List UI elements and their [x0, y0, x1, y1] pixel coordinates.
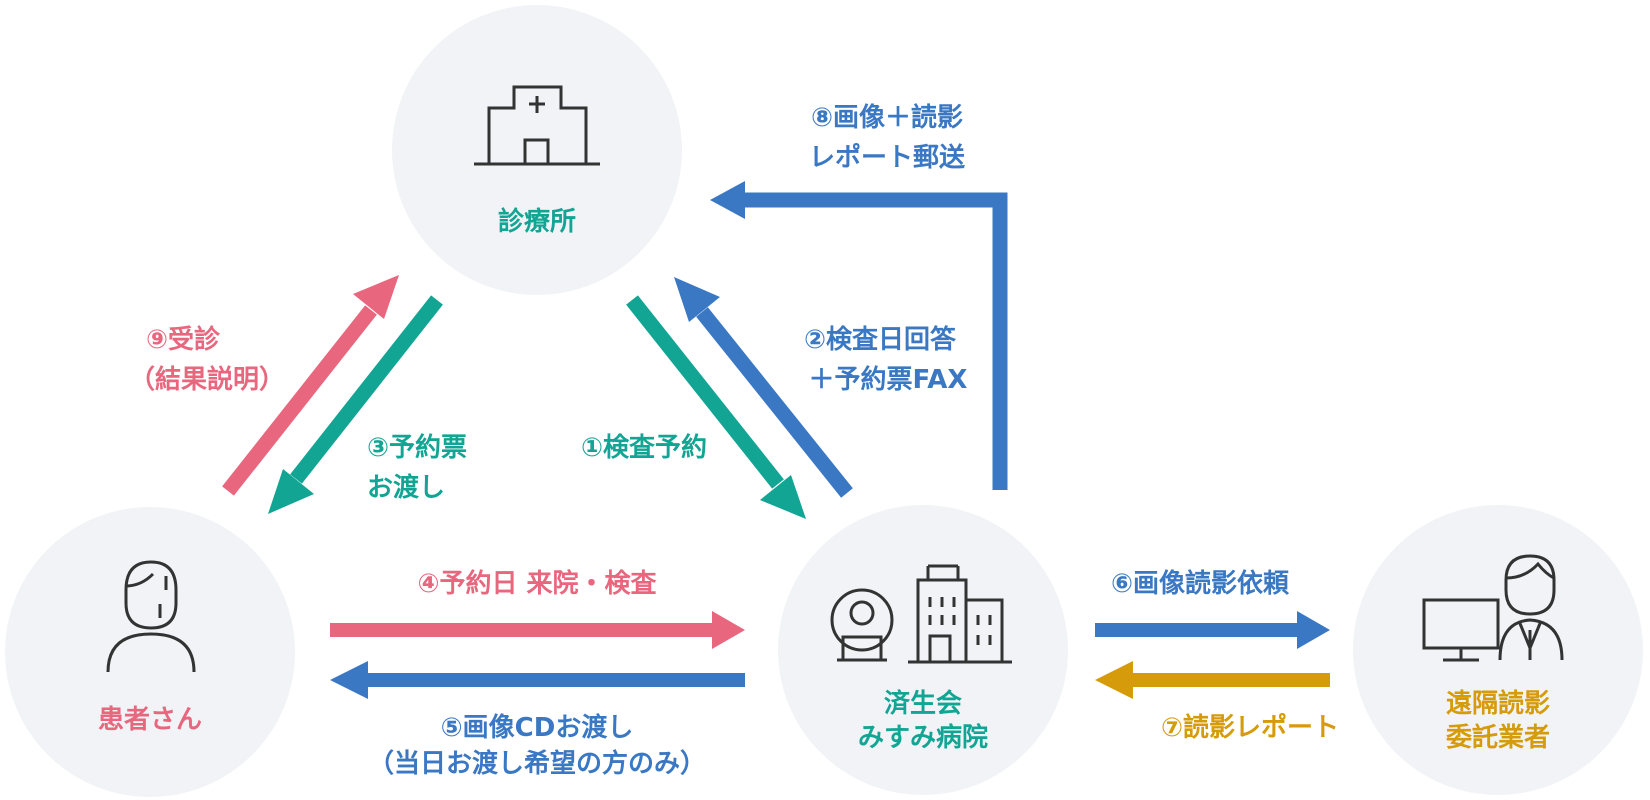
clinic-label: 診療所 — [498, 206, 576, 237]
node-remote-reader: 遠隔読影 委託業者 — [1353, 505, 1643, 795]
step-9-label-line1: ⑨受診 — [146, 324, 221, 355]
step-8-label-line2: レポート郵送 — [809, 142, 965, 173]
arrow-9-patient-to-clinic — [222, 275, 399, 496]
node-hospital: 済生会 みすみ病院 — [778, 505, 1068, 795]
arrow-5-hospital-to-patient — [330, 661, 745, 699]
arrow-1-clinic-to-hospital — [626, 295, 806, 519]
mri-hospital-icon — [830, 564, 1012, 664]
node-patient: 患者さん — [5, 507, 295, 797]
hospital-label-line1: 済生会 — [884, 688, 962, 719]
arrow-2-hospital-to-clinic — [674, 277, 853, 498]
reader-label-line2: 委託業者 — [1446, 722, 1550, 753]
hospital-label-line2: みすみ病院 — [858, 722, 988, 753]
step-4-label: ④予約日 来院・検査 — [417, 568, 656, 599]
arrow-8-hospital-to-clinic-mail — [710, 181, 1008, 490]
step-7-label: ⑦読影レポート — [1161, 712, 1339, 743]
patient-label: 患者さん — [98, 705, 202, 735]
node-clinic: 診療所 — [392, 5, 682, 295]
step-2-label-line2: ＋予約票FAX — [809, 364, 968, 395]
step-6-label: ⑥画像読影依頼 — [1111, 568, 1290, 599]
step-5-label-line2: （当日お渡し希望の方のみ） — [368, 748, 706, 779]
doctor-computer-icon — [1422, 554, 1564, 662]
step-9-label-line2: （結果説明） — [129, 364, 285, 395]
arrow-6-hospital-to-reader — [1095, 611, 1330, 649]
clinic-building-icon — [474, 85, 600, 166]
step-3-label-line1: ③予約票 — [367, 432, 467, 463]
step-1-label: ①検査予約 — [581, 432, 707, 463]
step-5-label-line1: ⑤画像CDお渡し — [441, 712, 634, 743]
step-2-label-line1: ②検査日回答 — [804, 324, 957, 355]
arrow-7-reader-to-hospital — [1095, 661, 1330, 699]
patient-icon — [106, 560, 196, 673]
step-8-label-line1: ⑧画像＋読影 — [811, 102, 963, 133]
step-3-label-line2: お渡し — [367, 472, 445, 503]
arrow-4-patient-to-hospital — [330, 611, 745, 649]
arrow-3-clinic-to-patient — [268, 295, 443, 514]
reader-label-line1: 遠隔読影 — [1446, 688, 1550, 719]
